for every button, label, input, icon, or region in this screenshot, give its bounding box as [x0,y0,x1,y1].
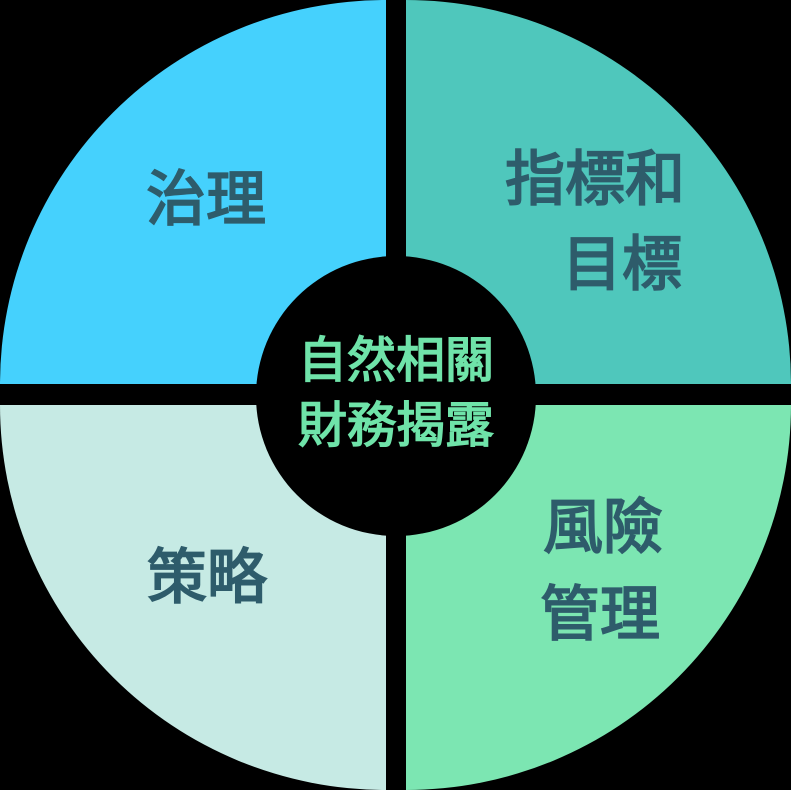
center-title-line2: 財務揭露 [297,399,494,453]
label-governance: 治理 [146,166,266,233]
center-title-line1: 自然相關 [297,334,494,388]
label-metrics-targets-line2: 目標 [562,231,682,298]
label-risk-management-line1: 風險 [543,494,663,561]
label-risk-management-line2: 管理 [540,581,660,648]
center-circle [256,256,536,536]
label-metrics-targets-line1: 指標和 [505,146,685,213]
center-title: 自然相關 財務揭露 [246,329,546,459]
label-strategy: 策略 [147,544,267,611]
